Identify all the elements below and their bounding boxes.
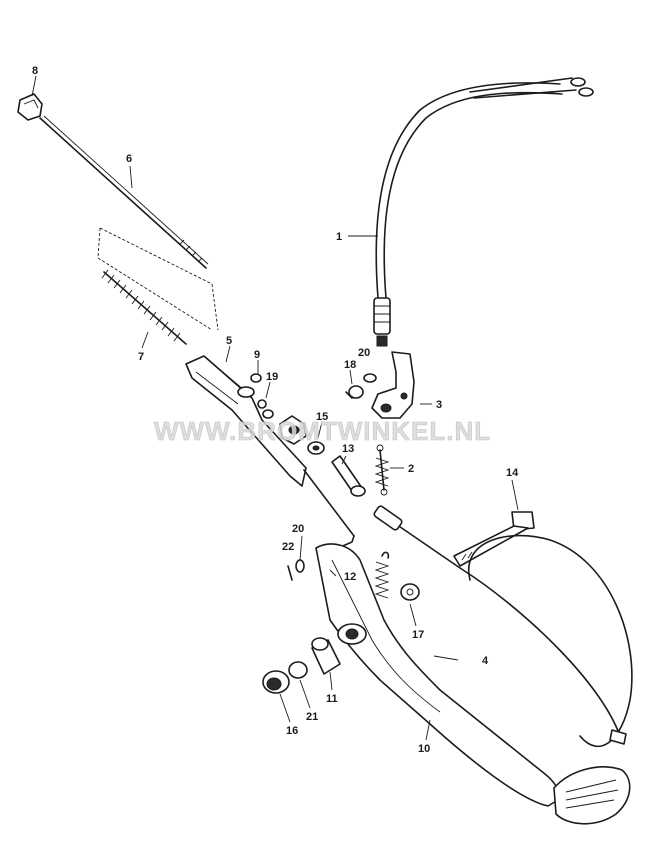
- callout-20-top: 20: [358, 347, 370, 359]
- part-13-pin: [331, 455, 366, 497]
- part-21-washer: [288, 661, 308, 679]
- part-20-washer-top: [363, 373, 377, 383]
- leader-lines: [31, 75, 519, 741]
- part-7-spring: [101, 269, 187, 345]
- callout-11: 11: [326, 693, 338, 705]
- group-bracket: [97, 227, 219, 331]
- part-16-cap: [262, 670, 290, 694]
- part-17-washer: [400, 583, 420, 601]
- part-19-fastener: [257, 399, 267, 409]
- part-2-spring: [374, 444, 390, 496]
- watermark: WWW.BROMTWINKEL.NL: [154, 416, 491, 446]
- callout-18: 18: [344, 359, 356, 371]
- part-5-bracket: [185, 355, 307, 487]
- callout-13: 13: [342, 443, 354, 455]
- part-9-fastener: [250, 373, 262, 383]
- callout-20-left: 20: [292, 523, 304, 535]
- callout-2: 2: [408, 463, 414, 475]
- callout-15: 15: [316, 411, 328, 423]
- part-10-pedal: [315, 543, 631, 825]
- part-12-spring: [374, 551, 390, 599]
- part-22-screw: [287, 565, 293, 581]
- callout-22: 22: [282, 541, 294, 553]
- part-20-washer-left: [295, 559, 305, 573]
- callout-14: 14: [506, 467, 519, 479]
- part-8-nut: [17, 93, 43, 121]
- part-3-plate: [371, 351, 415, 419]
- callout-7: 7: [138, 351, 144, 363]
- callout-5: 5: [226, 335, 232, 347]
- callout-9: 9: [254, 349, 260, 361]
- callout-17: 17: [412, 629, 424, 641]
- callout-3: 3: [436, 399, 442, 411]
- callout-8: 8: [32, 65, 38, 77]
- callout-6: 6: [126, 153, 132, 165]
- part-6-brake-rod: [39, 115, 209, 269]
- callout-19: 19: [266, 371, 278, 383]
- part-1-cable: [373, 77, 594, 347]
- callout-12: 12: [344, 571, 356, 583]
- callout-4: 4: [482, 655, 489, 667]
- callout-21: 21: [306, 711, 318, 723]
- callout-labels: 1 2 3 4 5 6 7 8 9 10 11 12 13 14 15 16 1…: [32, 65, 519, 755]
- part-11-bushing: [311, 637, 341, 675]
- callout-16: 16: [286, 725, 298, 737]
- part-15-collar: [307, 441, 325, 455]
- callout-10: 10: [418, 743, 430, 755]
- part-4-brake-cable: [373, 505, 633, 748]
- callout-1: 1: [336, 231, 342, 243]
- part-18-bolt: [345, 385, 364, 399]
